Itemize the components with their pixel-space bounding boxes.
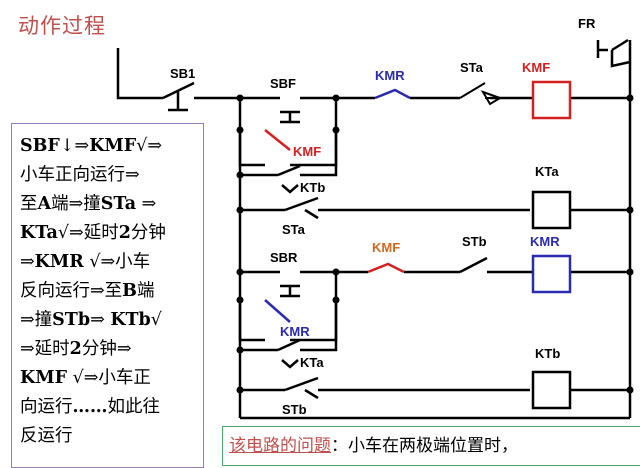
ktb-coil-label: KTb <box>535 346 560 361</box>
sbf-hold-branch <box>238 98 338 167</box>
problem-label: 该电路的问题 <box>229 436 331 456</box>
kmf-hold-label: KMF <box>293 144 321 159</box>
sbr-start-button <box>265 270 336 298</box>
ktb-branch <box>240 130 338 177</box>
sta-contact-mid <box>284 196 319 220</box>
kmf-interlock-label: KMF <box>372 240 400 255</box>
kta-low-label: KTa <box>300 355 324 370</box>
stb-low-label: STb <box>282 402 307 417</box>
stb-mid-label: STb <box>462 234 487 249</box>
sbf-start-button <box>265 96 336 124</box>
kmr-coil-label: KMR <box>530 234 560 249</box>
sta-top-label: STa <box>460 60 484 75</box>
kmf-interlock-contact <box>367 262 405 274</box>
sb1-label: SB1 <box>170 66 195 81</box>
kmr-hold-contact <box>264 299 291 323</box>
stb-limit-switch <box>459 256 495 274</box>
left-supply-line <box>116 48 163 100</box>
control-circuit-diagram: SB1 FR SBF KMR STa KMF KMF KTb KTa STa S… <box>116 16 634 420</box>
sta-limit-switch-top <box>459 82 503 106</box>
kta-coil <box>531 190 572 230</box>
kmf-coil-label: KMF <box>522 60 550 75</box>
sta-mid-label: STa <box>282 222 306 237</box>
kmr-coil <box>531 254 572 294</box>
problem-text: ：小车在两极端位置时， <box>331 436 518 456</box>
action-process-description: SBF↓⇒KMF√⇒ 小车正向运行⇒ 至A端⇒撞STa ⇒ KTa√⇒延时2分钟… <box>11 123 204 468</box>
ktb-coil <box>531 370 572 410</box>
kmr-hold-label: KMR <box>280 324 310 339</box>
ktb-top-label: KTb <box>300 180 325 195</box>
fr-label: FR <box>578 16 596 31</box>
kmf-hold-contact <box>264 129 291 151</box>
problem-callout: 该电路的问题：小车在两极端位置时， <box>222 426 640 466</box>
ktb-contact-top <box>277 164 301 194</box>
fr-overload-contact <box>596 38 632 68</box>
kmr-interlock-label: KMR <box>375 68 405 83</box>
sb1-stop-button <box>162 81 240 112</box>
kta-branch <box>240 300 338 352</box>
kta-coil-label: KTa <box>535 164 559 179</box>
kta-contact-low <box>277 338 301 369</box>
stb-contact-low <box>284 376 319 400</box>
kmf-coil <box>531 80 572 120</box>
kmr-interlock-contact <box>374 88 411 100</box>
sbr-label: SBR <box>270 250 298 265</box>
slide-title: 动作过程 <box>18 14 106 38</box>
sbf-label: SBF <box>270 76 296 91</box>
